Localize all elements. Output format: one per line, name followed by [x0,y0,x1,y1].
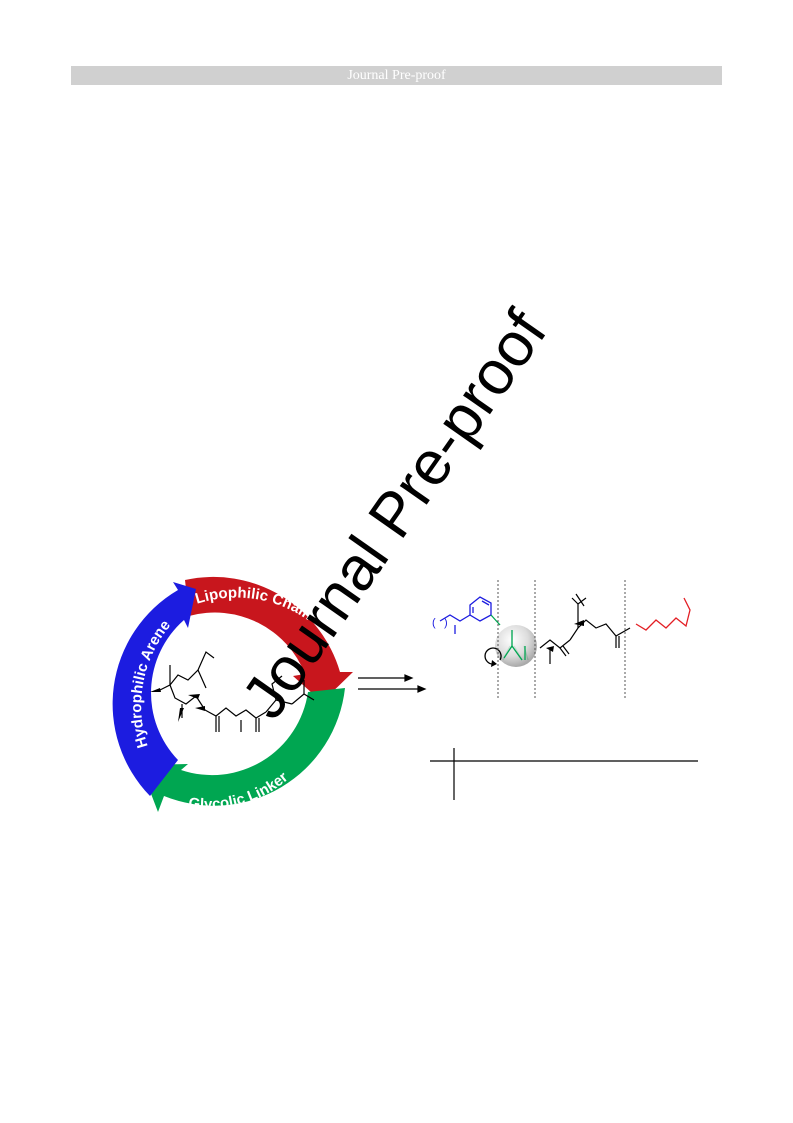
rotation-arrow-icon [484,647,502,665]
arene-fragment: ( ) [432,596,492,634]
highlight-sphere [495,625,537,667]
fragment-separators [497,580,626,700]
lipophilic-chain-arrow [185,576,353,702]
linker-fragment-overlay [503,630,526,661]
alkyl-chain-fragment [635,597,691,631]
svg-text:): ) [444,617,448,629]
chain-fragment [539,593,631,664]
inner-molecule-wedges [150,688,205,722]
chain-wedge [574,620,584,626]
svg-text:(: ( [432,617,436,629]
table-outline [430,748,698,800]
inner-molecule-structure [159,651,315,732]
reaction-arrows [358,674,427,693]
target-molecule: ( ) [432,580,691,700]
hydrophilic-arene-arrow [112,582,196,796]
journal-header-bar: Journal Pre-proof [71,66,722,85]
chain-wedge-2 [546,646,554,652]
glycolic-linker-arrow [140,688,345,812]
